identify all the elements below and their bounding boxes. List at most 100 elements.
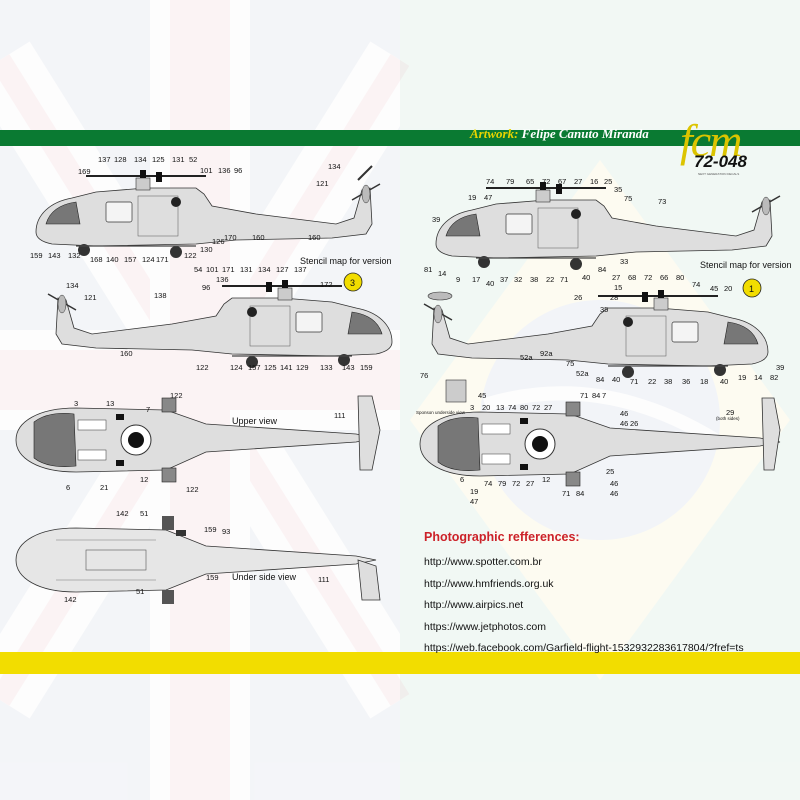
- callout-number: 71: [562, 489, 570, 498]
- stencil-label-right: Stencil map for version: [700, 260, 792, 270]
- callout-number: 46: [620, 419, 628, 428]
- callout-number: 27: [612, 273, 620, 282]
- callout-number: 40: [582, 273, 590, 282]
- callout-number: 27: [574, 177, 582, 186]
- callout-number: 136: [218, 166, 231, 175]
- both-sides-note: (both sides): [716, 416, 740, 421]
- callout-number: 39: [776, 363, 784, 372]
- callout-number: 101: [206, 265, 219, 274]
- callout-number: 142: [64, 595, 77, 604]
- reference-link[interactable]: https://www.jetphotos.com: [424, 620, 546, 633]
- callout-number: 72: [532, 403, 540, 412]
- callout-number: 171: [222, 265, 235, 274]
- callout-number: 84: [576, 489, 584, 498]
- callout-number: 65: [526, 177, 534, 186]
- callout-number: 40: [486, 279, 494, 288]
- callout-number: 3: [74, 399, 78, 408]
- callout-number: 125: [152, 155, 165, 164]
- callout-number: 134: [66, 281, 79, 290]
- callout-number: 124: [142, 255, 155, 264]
- callout-number: 136: [216, 275, 229, 284]
- callout-number: 142: [116, 509, 129, 518]
- stencil-label-left: Stencil map for version: [300, 256, 392, 266]
- callout-number: 82: [770, 373, 778, 382]
- callout-number: 38: [530, 275, 538, 284]
- reference-link[interactable]: http://www.hmfriends.org.uk: [424, 577, 554, 590]
- callout-number: 111: [318, 575, 329, 584]
- callout-number: 36: [682, 377, 690, 386]
- reference-link[interactable]: https://web.facebook.com/Garfield-flight…: [424, 642, 744, 655]
- callout-number: 20: [724, 284, 732, 293]
- callout-number: 40: [720, 377, 728, 386]
- callout-number: 17: [472, 275, 480, 284]
- callout-number: 46: [620, 409, 628, 418]
- callout-number: 14: [438, 269, 446, 278]
- left-upper-view: [15, 395, 381, 483]
- callout-number: 9: [456, 275, 460, 284]
- right-upper-view: [419, 379, 781, 487]
- callout-number: 35: [600, 305, 608, 314]
- callout-number: 124: [230, 363, 243, 372]
- version-badge-3: [343, 272, 363, 292]
- callout-number: 38: [664, 377, 672, 386]
- callout-number: 96: [202, 283, 210, 292]
- callout-number: 26: [574, 293, 582, 302]
- callout-number: 121: [84, 293, 97, 302]
- callout-number: 131: [172, 155, 185, 164]
- callout-number: 159: [30, 251, 43, 260]
- callout-number: 122: [186, 485, 199, 494]
- callout-number: 26: [630, 419, 638, 428]
- reference-link[interactable]: http://www.airpics.net: [424, 599, 524, 612]
- callout-number: 74: [484, 479, 492, 488]
- callout-number: 6: [66, 483, 70, 492]
- left-side-view-bottom: [47, 279, 393, 369]
- callout-number: 122: [184, 251, 197, 260]
- callout-number: 93: [222, 527, 230, 536]
- artwork-label: Artwork:: [470, 126, 519, 141]
- callout-number: 134: [328, 162, 341, 171]
- callout-number: 134: [134, 155, 147, 164]
- callout-number: 79: [506, 177, 514, 186]
- callout-number: 52a: [520, 353, 533, 362]
- callout-number: 72: [644, 273, 652, 282]
- callout-number: 129: [296, 363, 309, 372]
- callout-number: 25: [604, 177, 612, 186]
- under-view-label: Under side view: [232, 572, 297, 582]
- callout-number: 75: [566, 359, 574, 368]
- callout-number: 159: [360, 363, 373, 372]
- callout-number: 81: [424, 265, 432, 274]
- callout-number: 74: [486, 177, 494, 186]
- callout-number: 71: [630, 377, 638, 386]
- callout-number: 84: [592, 391, 600, 400]
- callout-number: 45: [710, 284, 718, 293]
- callout-number: 170: [224, 233, 237, 242]
- callout-number: 132: [68, 251, 81, 260]
- callout-number: 122: [196, 363, 209, 372]
- reference-link[interactable]: http://www.spotter.com.br: [424, 556, 542, 568]
- callout-number: 80: [676, 273, 684, 282]
- callout-number: 19: [738, 373, 746, 382]
- callout-number: 13: [106, 399, 114, 408]
- callout-number: 15: [614, 283, 622, 292]
- callout-number: 3: [470, 403, 474, 412]
- callout-number: 22: [546, 275, 554, 284]
- callout-number: 76: [420, 371, 428, 380]
- callout-number: 35: [614, 185, 622, 194]
- logo-mark: fcm: [680, 115, 742, 166]
- callout-number: 140: [106, 255, 119, 264]
- callout-number: 133: [320, 363, 333, 372]
- callout-number: 96: [234, 166, 242, 175]
- callout-number: 141: [280, 363, 293, 372]
- fcm-logo: fcm 72-048 NEXT GENERATION DECALS: [680, 118, 790, 178]
- callout-number: 6: [460, 475, 464, 484]
- callout-number: 37: [500, 275, 508, 284]
- callout-number: 92a: [540, 349, 553, 358]
- callout-number: 52a: [576, 369, 589, 378]
- callout-number: 138: [154, 291, 167, 300]
